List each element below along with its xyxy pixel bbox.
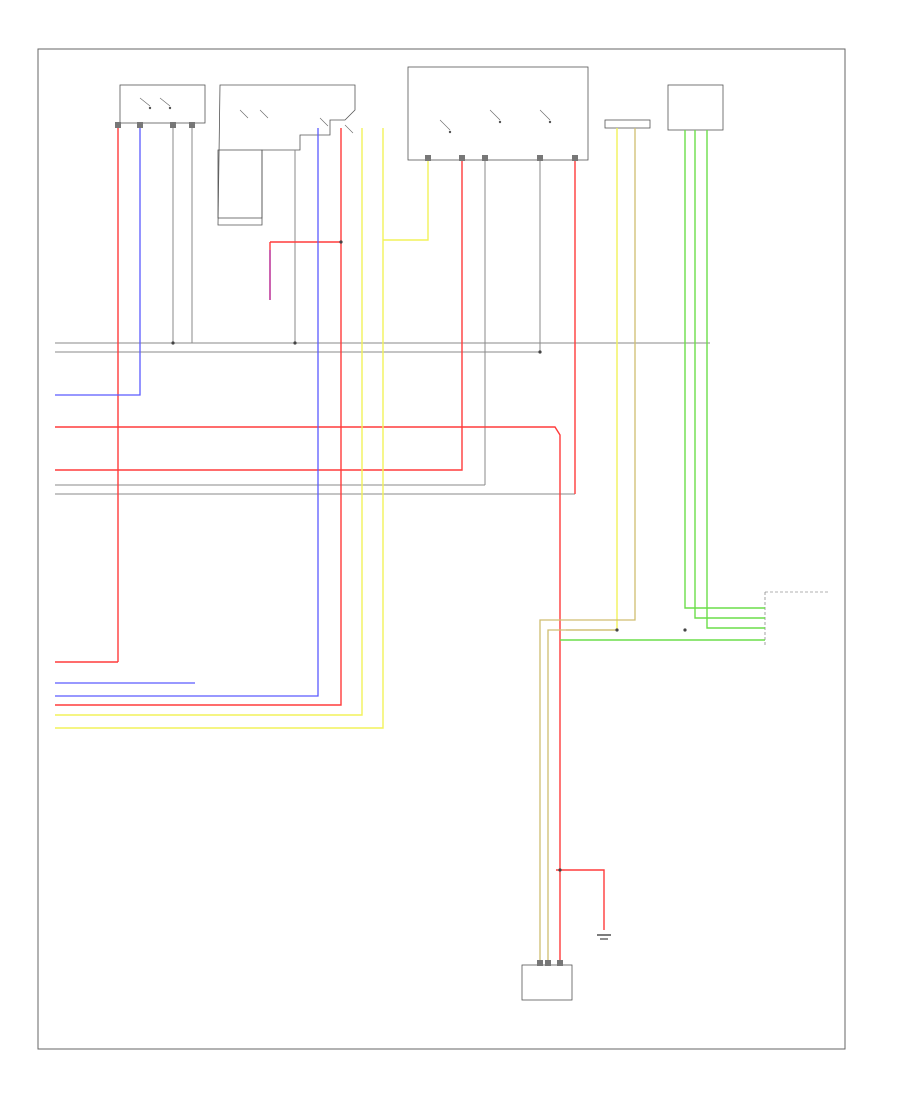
component-bottom-module	[521, 964, 573, 1001]
connector-pins	[115, 122, 578, 966]
wire-green	[560, 130, 765, 641]
component-ground	[597, 934, 611, 940]
wire-yellow	[55, 128, 618, 729]
component-switch-1	[119, 84, 206, 124]
component-module-2	[217, 84, 356, 226]
component-sensor-5	[667, 84, 724, 131]
junction-dots	[171, 240, 687, 872]
wire-blue	[55, 128, 319, 697]
component-right-module	[764, 591, 828, 645]
component-assembly-3	[407, 66, 589, 161]
component-sensor-4	[604, 119, 651, 129]
wire-tan	[539, 128, 636, 965]
wire-red	[55, 128, 605, 965]
diagram-frame	[37, 48, 846, 1050]
